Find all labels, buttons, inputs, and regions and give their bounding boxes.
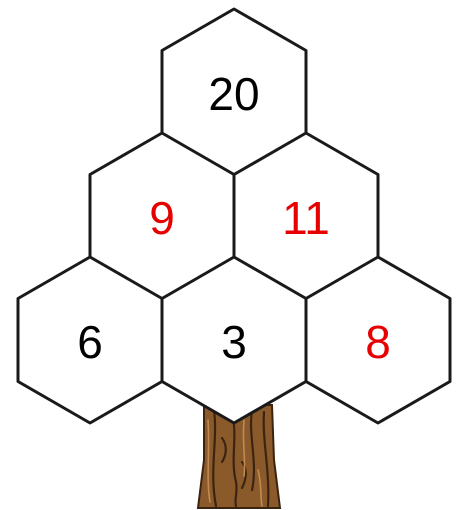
cell-number-top-1: 20 [208, 68, 259, 120]
cell-number-bottom-1: 6 [77, 316, 103, 368]
cell-number-middle-2: 11 [282, 192, 330, 244]
cell-number-bottom-3: 8 [365, 316, 391, 368]
cell-number-middle-1: 9 [149, 192, 175, 244]
cell-number-bottom-2: 3 [221, 316, 247, 368]
